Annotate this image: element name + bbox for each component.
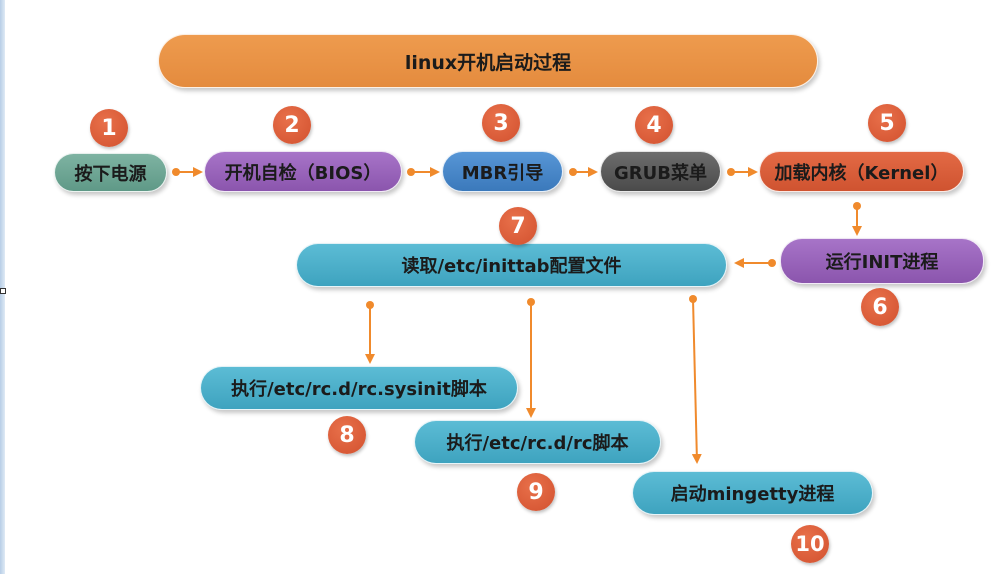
arrow-7-10	[689, 295, 702, 464]
arrow-1-2	[172, 167, 203, 177]
step-6-label: 运行INIT进程	[825, 252, 939, 273]
step-7-badge: 7	[499, 207, 537, 245]
step-6-number: 6	[872, 294, 888, 320]
step-2-label: 开机自检（BIOS）	[224, 162, 382, 184]
step-5-label: 加载内核（Kernel）	[774, 162, 949, 184]
step-10-badge: 10	[791, 525, 829, 563]
step-9-label: 执行/etc/rc.d/rc脚本	[446, 433, 629, 454]
step-8-rc-sysinit: 执行/etc/rc.d/rc.sysinit脚本	[200, 366, 518, 410]
step-9-badge: 9	[517, 473, 555, 511]
arrow-5-6	[852, 202, 862, 236]
arrow-3-4	[569, 167, 598, 177]
step-3-mbr: MBR引导	[442, 151, 563, 192]
step-3-label: MBR引导	[461, 162, 544, 184]
arrow-6-7	[734, 258, 776, 268]
arrow-4-5	[727, 167, 758, 177]
step-5-badge: 5	[868, 104, 906, 142]
step-8-number: 8	[339, 422, 355, 448]
arrow-2-3	[407, 167, 440, 177]
step-4-number: 4	[646, 112, 662, 138]
step-1-number: 1	[101, 115, 117, 141]
title-text: linux开机启动过程	[404, 51, 572, 74]
step-7-label: 读取/etc/inittab配置文件	[401, 256, 622, 277]
step-3-number: 3	[493, 110, 509, 136]
step-10-label: 启动mingetty进程	[670, 484, 835, 505]
step-9-rc: 执行/etc/rc.d/rc脚本	[414, 420, 661, 464]
step-4-badge: 4	[635, 106, 673, 144]
step-8-badge: 8	[328, 416, 366, 454]
step-2-bios: 开机自检（BIOS）	[204, 151, 402, 192]
step-4-label: GRUB菜单	[614, 162, 707, 184]
step-6-init: 运行INIT进程	[780, 238, 984, 284]
arrow-7-9	[526, 298, 536, 418]
step-1-power-on: 按下电源	[54, 153, 167, 192]
step-5-number: 5	[879, 110, 895, 136]
step-10-mingetty: 启动mingetty进程	[632, 471, 873, 515]
step-6-badge: 6	[861, 288, 899, 326]
window-left-edge	[0, 0, 5, 574]
resize-handle[interactable]	[0, 288, 6, 294]
arrow-7-8	[365, 301, 375, 364]
step-1-badge: 1	[90, 109, 128, 147]
title-banner: linux开机启动过程	[158, 34, 818, 88]
step-3-badge: 3	[482, 104, 520, 142]
step-2-number: 2	[284, 112, 300, 138]
step-4-grub: GRUB菜单	[600, 151, 721, 192]
step-5-kernel: 加载内核（Kernel）	[759, 151, 964, 192]
step-9-number: 9	[528, 479, 544, 505]
step-8-label: 执行/etc/rc.d/rc.sysinit脚本	[231, 379, 487, 400]
step-7-inittab: 读取/etc/inittab配置文件	[296, 243, 727, 287]
step-10-number: 10	[795, 532, 825, 556]
step-1-label: 按下电源	[74, 163, 147, 185]
step-7-number: 7	[510, 213, 526, 239]
step-2-badge: 2	[273, 106, 311, 144]
